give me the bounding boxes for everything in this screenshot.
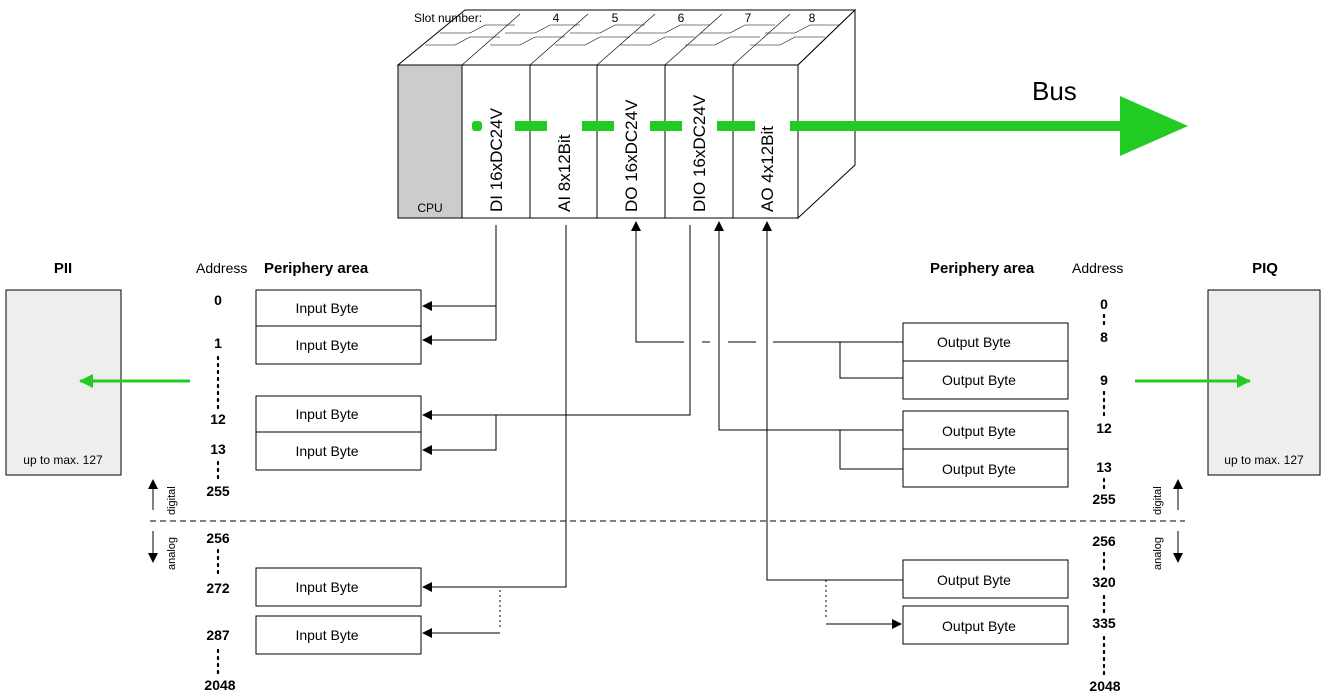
module-ao-4x12bit: AO 4x12Bit xyxy=(758,126,777,212)
right-address: 13 xyxy=(1096,459,1112,475)
right-address: 9 xyxy=(1100,372,1108,388)
svg-text:Output Byte: Output Byte xyxy=(937,572,1011,588)
slot-number-6: 6 xyxy=(678,11,685,25)
left-periphery-label: Periphery area xyxy=(264,260,369,277)
left-address: 255 xyxy=(206,483,230,499)
module-ai-8x12bit: AI 8x12Bit xyxy=(555,134,574,212)
input-byte-box: Input Byte xyxy=(255,325,422,365)
svg-text:Output Byte: Output Byte xyxy=(942,423,1016,439)
input-byte-box: Input Byte xyxy=(255,431,422,471)
input-byte-box: Input Byte xyxy=(255,567,422,607)
right-periphery-label: Periphery area xyxy=(930,260,1035,277)
svg-text:Input Byte: Input Byte xyxy=(295,406,358,422)
left-address: 2048 xyxy=(204,677,235,693)
right-analog-label: analog xyxy=(1152,537,1164,570)
slot-number-8: 8 xyxy=(809,11,816,25)
left-address-label: Address xyxy=(196,260,247,276)
piq-caption: up to max. 127 xyxy=(1224,453,1304,467)
right-address: 12 xyxy=(1096,420,1112,436)
svg-text:Output Byte: Output Byte xyxy=(937,334,1011,350)
left-address: 287 xyxy=(206,627,230,643)
left-address: 256 xyxy=(206,530,230,546)
right-address: 8 xyxy=(1100,329,1108,345)
right-address: 256 xyxy=(1092,533,1116,549)
svg-text:Input Byte: Input Byte xyxy=(295,579,358,595)
output-byte-box: Output Byte xyxy=(902,559,1069,599)
svg-text:Output Byte: Output Byte xyxy=(942,372,1016,388)
input-byte-box: Input Byte xyxy=(255,615,422,655)
left-address: 12 xyxy=(210,411,226,427)
right-address: 2048 xyxy=(1089,678,1120,694)
right-address: 335 xyxy=(1092,615,1116,631)
module-dio-16xdc24v: DIO 16xDC24V xyxy=(690,94,709,212)
left-digital-label: digital xyxy=(166,486,178,515)
right-address: 0 xyxy=(1100,296,1108,312)
output-byte-box: Output Byte xyxy=(902,360,1069,400)
svg-text:Output Byte: Output Byte xyxy=(942,461,1016,477)
pii-caption: up to max. 127 xyxy=(23,453,103,467)
piq-title: PIQ xyxy=(1252,260,1278,277)
module-rack xyxy=(396,8,857,220)
right-address: 320 xyxy=(1092,574,1116,590)
output-byte-box: Output Byte xyxy=(902,448,1069,488)
module-do-16xdc24v: DO 16xDC24V xyxy=(622,99,641,212)
output-connectors xyxy=(631,221,903,629)
right-address: 255 xyxy=(1092,491,1116,507)
slot-number-4: 4 xyxy=(553,11,560,25)
input-byte-box: Input Byte xyxy=(255,395,422,433)
bus-label: Bus xyxy=(1032,76,1077,106)
left-address: 1 xyxy=(214,335,222,351)
svg-text:Input Byte: Input Byte xyxy=(295,443,358,459)
slot-number-label: Slot number: xyxy=(414,11,482,25)
slot-number-7: 7 xyxy=(745,11,752,25)
svg-text:Input Byte: Input Byte xyxy=(295,300,358,316)
svg-text:Input Byte: Input Byte xyxy=(295,627,358,643)
left-address: 272 xyxy=(206,580,230,596)
input-byte-box: Input Byte xyxy=(255,289,422,327)
right-address-label: Address xyxy=(1072,260,1123,276)
left-address: 13 xyxy=(210,441,226,457)
bus-arrow xyxy=(472,96,1188,156)
right-digital-label: digital xyxy=(1152,486,1164,515)
pii-title: PII xyxy=(54,260,72,277)
svg-text:Input Byte: Input Byte xyxy=(295,337,358,353)
output-byte-box: Output Byte xyxy=(902,410,1069,450)
svg-text:Output Byte: Output Byte xyxy=(942,618,1016,634)
cpu-label: CPU xyxy=(417,201,442,215)
output-byte-box: Output Byte xyxy=(902,605,1069,645)
input-connectors xyxy=(422,225,691,638)
left-address: 0 xyxy=(214,292,222,308)
slot-number-5: 5 xyxy=(612,11,619,25)
left-analog-label: analog xyxy=(166,537,178,570)
output-byte-box: Output Byte xyxy=(902,322,1069,362)
module-di-16xdc24v: DI 16xDC24V xyxy=(487,107,506,212)
